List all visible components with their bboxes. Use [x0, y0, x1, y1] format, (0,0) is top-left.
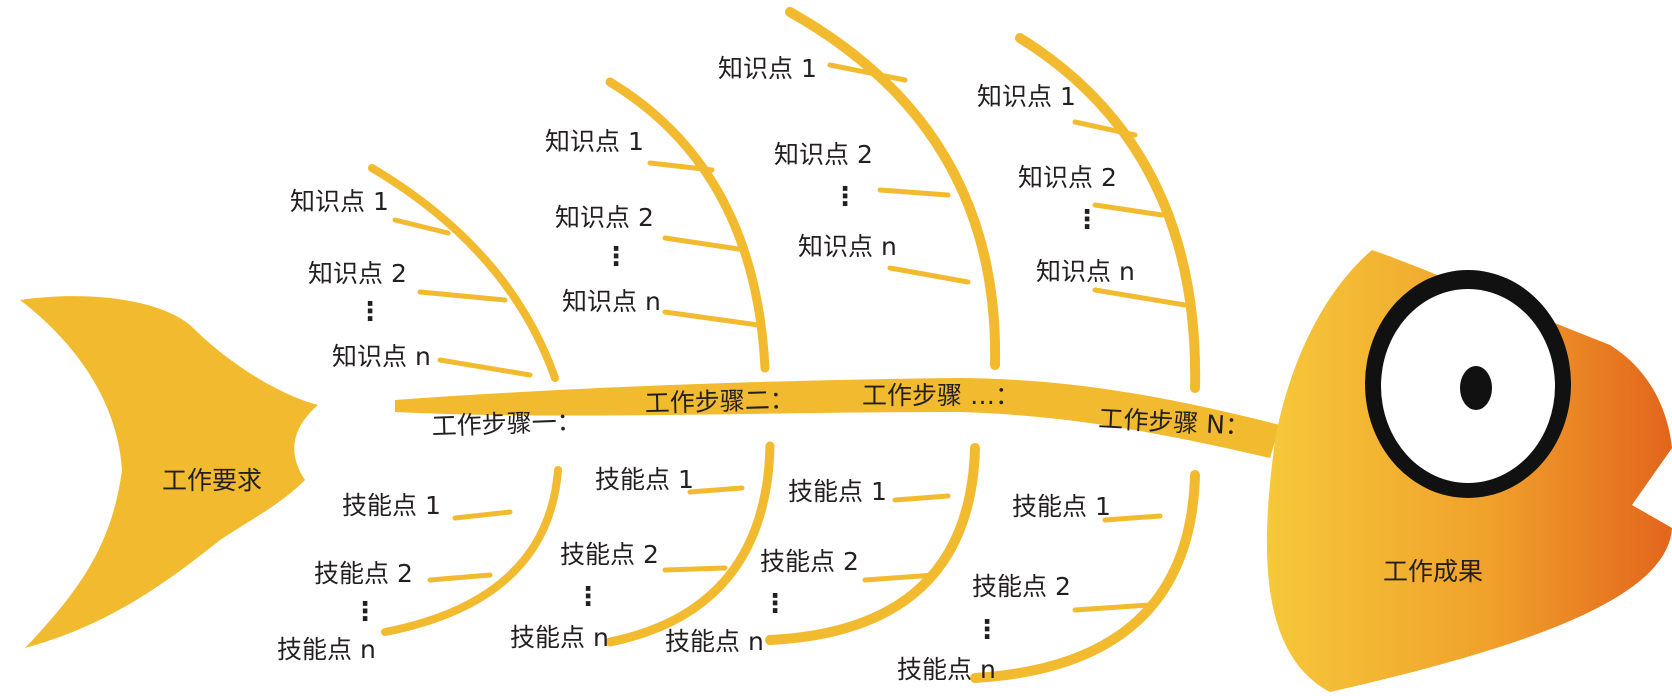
knowledge-point: 知识点 2 — [555, 203, 654, 232]
step-labels: 工作步骤一： 工作步骤二： 工作步骤 …： 工作步骤 N： — [431, 381, 1250, 441]
lower-bones — [381, 441, 1200, 683]
knowledge-ellipsis: ⋮ — [357, 297, 383, 327]
knowledge-point: 知识点 1 — [290, 187, 389, 216]
step-label: 工作步骤二： — [644, 385, 795, 418]
knowledge-ellipsis: ⋮ — [832, 182, 858, 212]
knowledge-point: 知识点 2 — [774, 140, 873, 169]
skill-point: 技能点 1 — [342, 491, 441, 520]
skill-labels: 技能点 1 技能点 2 ⋮ 技能点 n 技能点 1 技能点 2 ⋮ 技能点 n … — [277, 465, 1111, 684]
upper-bones — [368, 7, 1201, 393]
skill-point: 技能点 n — [665, 627, 764, 656]
head-label: 工作成果 — [1383, 557, 1483, 586]
skill-point: 技能点 2 — [972, 572, 1071, 601]
fish-tail — [20, 296, 318, 648]
skill-point: 技能点 1 — [1012, 492, 1111, 521]
knowledge-labels: 知识点 1 知识点 2 ⋮ 知识点 n 知识点 1 知识点 2 ⋮ 知识点 n … — [290, 54, 1135, 371]
eye-pupil — [1460, 366, 1492, 410]
knowledge-point: 知识点 1 — [977, 82, 1076, 111]
step-label: 工作步骤一： — [431, 407, 582, 441]
skill-ellipsis: ⋮ — [974, 615, 1000, 645]
knowledge-point: 知识点 n — [1036, 257, 1135, 286]
step-label: 工作步骤 …： — [862, 381, 1020, 410]
small-branches — [392, 62, 1188, 613]
knowledge-point: 知识点 2 — [1018, 163, 1117, 192]
knowledge-point: 知识点 n — [798, 232, 897, 261]
skill-point: 技能点 n — [510, 623, 609, 652]
knowledge-ellipsis: ⋮ — [1074, 205, 1100, 235]
skill-ellipsis: ⋮ — [352, 597, 378, 627]
fish-spine — [395, 378, 1280, 458]
knowledge-point: 知识点 n — [332, 342, 431, 371]
step-label: 工作步骤 N： — [1098, 404, 1251, 441]
knowledge-point: 知识点 1 — [545, 127, 644, 156]
skill-point: 技能点 2 — [314, 559, 413, 588]
knowledge-ellipsis: ⋮ — [603, 242, 629, 272]
skill-point: 技能点 n — [897, 655, 996, 684]
skill-point: 技能点 2 — [560, 540, 659, 569]
tail-label: 工作要求 — [162, 466, 262, 495]
skill-ellipsis: ⋮ — [762, 589, 788, 619]
skill-point: 技能点 2 — [760, 547, 859, 576]
skill-point: 技能点 1 — [788, 477, 887, 506]
skill-point: 技能点 1 — [595, 465, 694, 494]
knowledge-point: 知识点 2 — [308, 259, 407, 288]
skill-ellipsis: ⋮ — [575, 582, 601, 612]
knowledge-point: 知识点 n — [562, 287, 661, 316]
knowledge-point: 知识点 1 — [718, 54, 817, 83]
skill-point: 技能点 n — [277, 635, 376, 664]
